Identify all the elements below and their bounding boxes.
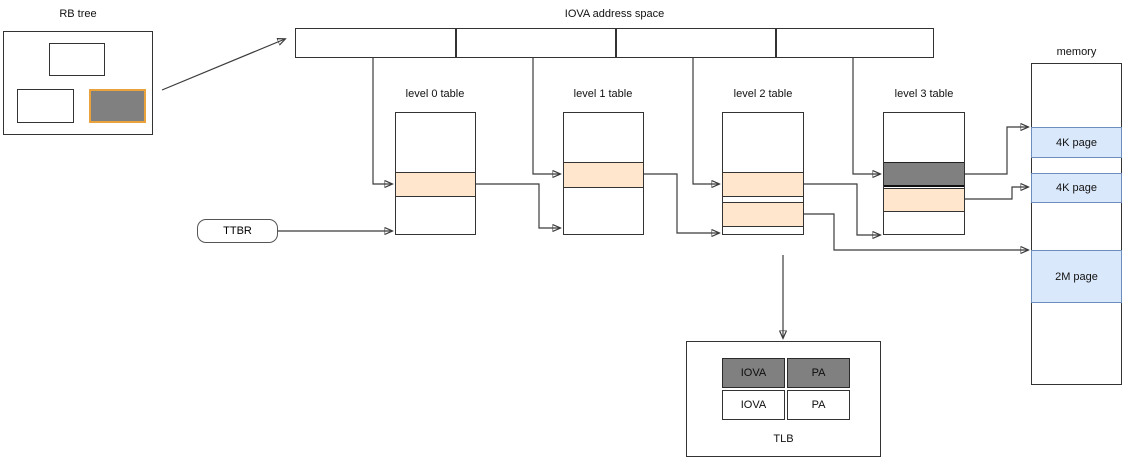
level3-table-label: level 3 table	[894, 88, 954, 100]
ttbr-register: TTBR	[197, 219, 278, 243]
level1-table	[563, 112, 644, 235]
memory-4k-page-1: 4K page	[1031, 127, 1122, 158]
level3-highlight-entry	[884, 188, 964, 212]
level0-table	[395, 112, 476, 235]
memory-2m-page: 2M page	[1031, 250, 1122, 303]
rb-tree-left-node	[17, 89, 74, 123]
level3-gray-to-4k-page1-arrow	[965, 127, 1028, 175]
tlb-row1-iova-cell: IOVA	[722, 358, 785, 388]
iova-seg1-to-level0-arrow	[372, 58, 392, 184]
iova-bar-divider-2	[615, 29, 617, 57]
rb-tree-label: RB tree	[59, 8, 97, 20]
iova-address-space-label: IOVA address space	[564, 8, 665, 20]
level0-highlight-entry	[396, 172, 475, 197]
level2-table-label: level 2 table	[733, 88, 793, 100]
memory-column: 4K page 4K page 2M page	[1031, 63, 1122, 385]
level2-highlight-entry-2	[723, 202, 803, 227]
iova-seg3-to-level2-arrow	[692, 58, 719, 184]
memory-2m-page-label: 2M page	[1055, 270, 1098, 283]
level1-highlight-entry	[564, 162, 643, 188]
level2-to-level3-arrow	[804, 183, 880, 235]
level3-gray-entry	[884, 162, 964, 187]
memory-4k-page-2: 4K page	[1031, 173, 1122, 203]
level0-table-label: level 0 table	[405, 88, 465, 100]
iova-seg2-to-level1-arrow	[532, 58, 560, 174]
level2-table	[722, 112, 804, 235]
level3-to-4k-page2-arrow	[965, 187, 1028, 200]
level3-table	[883, 112, 965, 235]
tlb-table: IOVA PA IOVA PA	[722, 358, 850, 420]
level1-table-label: level 1 table	[573, 88, 633, 100]
iova-bar-divider-3	[775, 29, 777, 57]
tlb-row2-iova-cell: IOVA	[722, 390, 785, 420]
rb-tree-root-node	[49, 43, 105, 76]
memory-label: memory	[1056, 46, 1097, 58]
memory-4k-page-1-label: 4K page	[1056, 136, 1097, 149]
rb-tree-selected-node	[89, 89, 146, 123]
tlb-row2-pa-cell: PA	[787, 390, 850, 420]
tlb-label: TLB	[773, 433, 794, 445]
level0-to-level1-arrow	[476, 183, 560, 228]
iova-address-space-bar	[295, 28, 934, 58]
iova-bar-divider-1	[455, 29, 457, 57]
level2-highlight-entry-1	[723, 172, 803, 197]
rb-tree-to-iova-arrow	[161, 39, 285, 91]
tlb-row1-pa-cell: PA	[787, 358, 850, 388]
ttbr-label: TTBR	[223, 225, 252, 237]
level1-to-level2-arrow	[644, 173, 719, 233]
iova-seg4-to-level3-arrow	[852, 58, 880, 174]
memory-4k-page-2-label: 4K page	[1056, 182, 1097, 194]
